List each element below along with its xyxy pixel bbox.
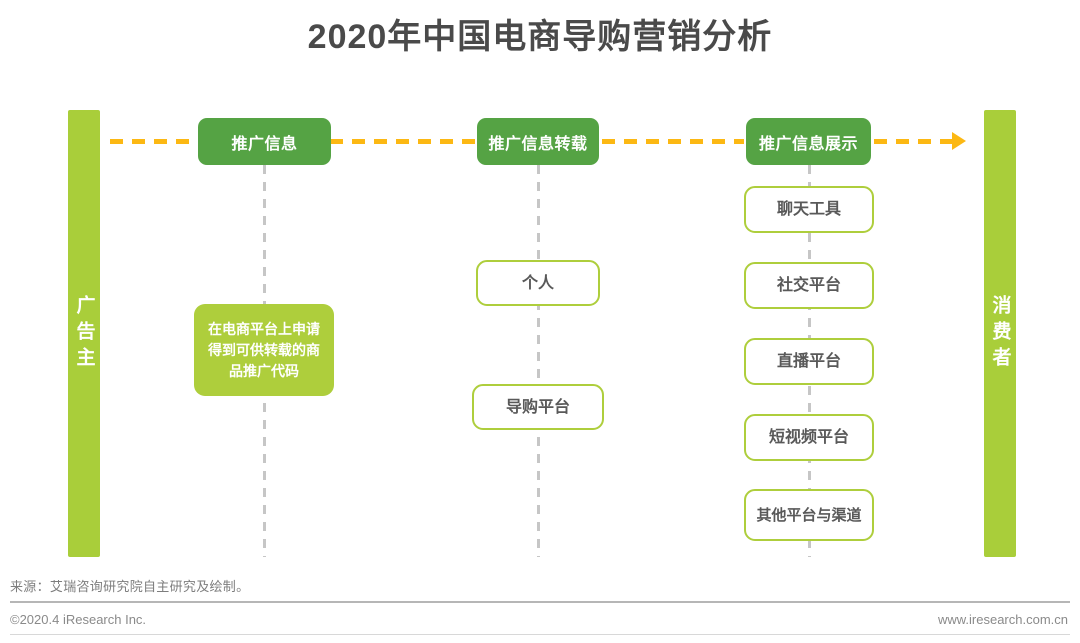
diagram-canvas: 广告主 消费者 推广信息 推广信息转载 推广信息展示 在电商平台上申请得到可供转…	[68, 110, 1016, 557]
website-link[interactable]: www.iresearch.com.cn	[937, 612, 1068, 627]
copyright-text: ©2020.4 iResearch Inc.	[10, 612, 147, 627]
connector-dash-column-2	[537, 165, 540, 557]
footer-divider-bottom	[10, 634, 1070, 635]
flow-dash-segment-2	[330, 139, 482, 144]
column2-item-individual[interactable]: 个人	[476, 260, 600, 306]
stage-header-3[interactable]: 推广信息展示	[746, 118, 871, 165]
actor-bar-advertiser: 广告主	[68, 110, 100, 557]
stage-header-2[interactable]: 推广信息转载	[477, 118, 599, 165]
column3-item-chat-tool[interactable]: 聊天工具	[744, 186, 874, 233]
footer-divider-top	[10, 601, 1070, 603]
actor-label-advertiser: 广告主	[73, 294, 95, 373]
stage-header-1[interactable]: 推广信息	[198, 118, 331, 165]
column3-item-social-platform[interactable]: 社交平台	[744, 262, 874, 309]
actor-bar-consumer: 消费者	[984, 110, 1016, 557]
column2-item-guide-platform[interactable]: 导购平台	[472, 384, 604, 430]
column3-item-other-line2: 平台与渠道	[786, 506, 862, 524]
flow-dash-segment-4	[874, 139, 956, 144]
footer: 来源：艾瑞咨询研究院自主研究及绘制。 ©2020.4 iResearch Inc…	[0, 568, 1080, 643]
flow-dash-segment-1	[110, 139, 206, 144]
actor-label-consumer: 消费者	[989, 294, 1011, 373]
source-note: 来源：艾瑞咨询研究院自主研究及绘制。	[10, 579, 250, 594]
flow-arrow-icon	[952, 132, 966, 150]
column1-detail-box[interactable]: 在电商平台上申请得到可供转载的商品推广代码	[194, 304, 334, 396]
flow-dash-segment-3	[602, 139, 744, 144]
page-title: 2020年中国电商导购营销分析	[307, 18, 773, 56]
column3-item-live-platform[interactable]: 直播平台	[744, 338, 874, 385]
column3-item-other-line1: 其他	[756, 506, 787, 524]
column3-item-short-video-platform[interactable]: 短视频平台	[744, 414, 874, 461]
column3-item-other-channels[interactable]: 其他 平台与渠道	[744, 489, 874, 541]
